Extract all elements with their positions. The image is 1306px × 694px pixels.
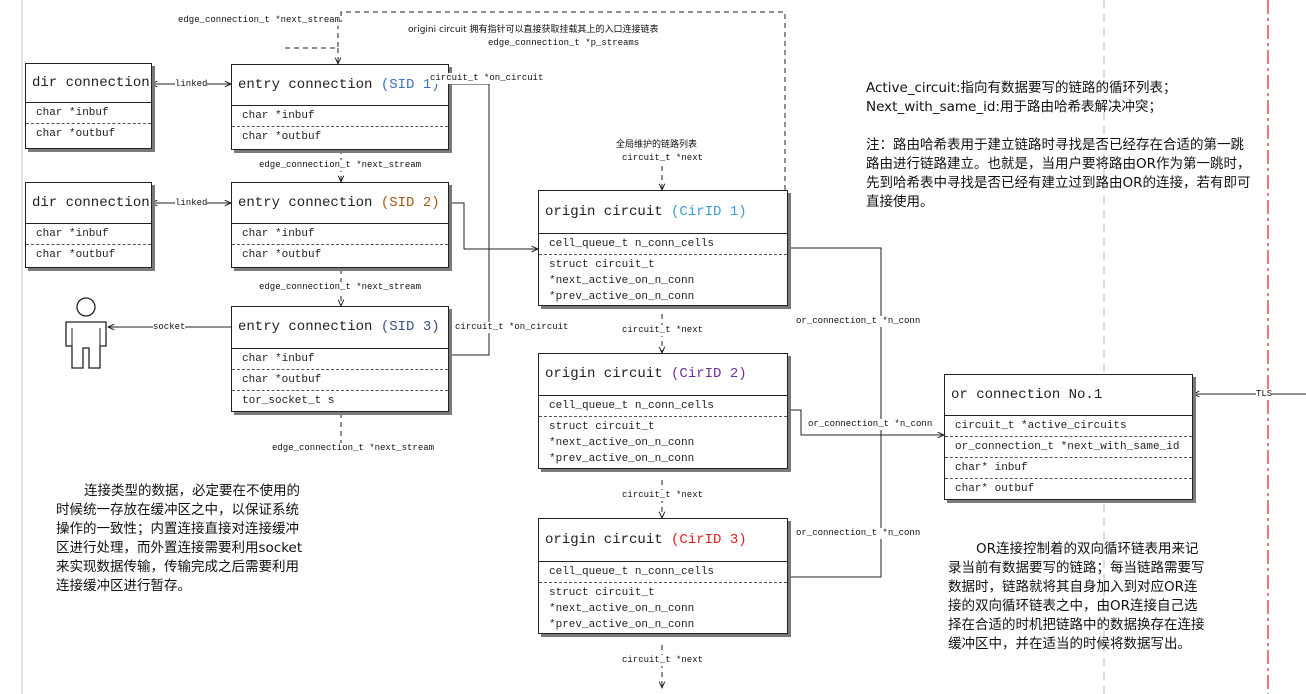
field-struct: struct circuit_t *next_active_on_n_conn …: [539, 417, 787, 469]
label-next-stream-2: edge_connection_t *next_stream: [259, 282, 422, 293]
entry-connection-2: entry connection (SID 2) char *inbuf cha…: [231, 182, 449, 268]
entry-title-text: entry connection: [238, 195, 373, 211]
entry-connection-3: entry connection (SID 3) char *inbuf cha…: [231, 306, 449, 412]
entry-title-text: entry connection: [238, 77, 373, 93]
user-icon: [65, 297, 107, 369]
dir-connection-1: dir connection char *inbuf char *outbuf: [25, 63, 152, 149]
entry-connection-title: entry connection (SID 1): [232, 65, 448, 106]
label-top-note-2: edge_connection_t *p_streams: [488, 38, 640, 49]
circuit-title-text: origin circuit: [545, 532, 663, 548]
struct-line: *prev_active_on_n_conn: [549, 291, 695, 303]
label-n-conn-2: or_connection_t *n_conn: [808, 419, 933, 430]
circuit-title-text: origin circuit: [545, 366, 663, 382]
cirid-label: (CirID 3): [671, 532, 747, 548]
note-left: 连接类型的数据，必定要在不使用的时候统一存放在缓冲区之中，以保证系统操作的一致性…: [56, 482, 304, 596]
note-top-line-2: Next_with_same_id:用于路由哈希表解决冲突；: [866, 99, 1162, 115]
entry-connection-title: entry connection (SID 2): [232, 183, 448, 224]
sid-label: (SID 2): [380, 195, 440, 211]
field-inbuf: char* inbuf: [945, 458, 1192, 479]
label-next-stream-3: edge_connection_t *next_stream: [272, 443, 435, 454]
field-cell-queue: cell_queue_t n_conn_cells: [539, 396, 787, 417]
label-linked-1: linked: [175, 79, 208, 90]
cirid-label: (CirID 1): [671, 204, 747, 220]
label-global-list: 全局维护的链路列表: [616, 140, 698, 150]
field-inbuf: char *inbuf: [26, 224, 151, 245]
field-outbuf: char *outbuf: [36, 128, 116, 140]
field-inbuf: char *inbuf: [232, 106, 448, 127]
label-top-note-1: origini circuit 拥有指针可以直接获取挂载其上的入口连接链表: [408, 25, 659, 35]
circuit-title: origin circuit (CirID 3): [539, 519, 787, 562]
or-connection-title: or connection No.1: [945, 375, 1192, 416]
struct-line: struct circuit_t: [549, 259, 655, 271]
note-top-line-3: 注：路由哈希表用于建立链路时寻找是否已经存在合适的第一跳路由进行链路建立。也就是…: [866, 137, 1251, 210]
struct-line: *next_active_on_n_conn: [549, 437, 695, 449]
field-struct: struct circuit_t *next_active_on_n_conn …: [539, 583, 787, 635]
field-inbuf: char *inbuf: [26, 103, 151, 124]
cirid-label: (CirID 2): [671, 366, 747, 382]
struct-line: struct circuit_t: [549, 587, 655, 599]
circuit-title: origin circuit (CirID 2): [539, 354, 787, 396]
struct-line: struct circuit_t: [549, 421, 655, 433]
field-next-with-same-id: or_connection_t *next_with_same_id: [945, 437, 1192, 458]
field-outbuf: char *outbuf: [242, 249, 322, 261]
label-circ-next-3: circuit_t *next: [622, 655, 704, 666]
struct-line: *prev_active_on_n_conn: [549, 619, 695, 631]
entry-title-text: entry connection: [238, 319, 373, 335]
label-socket: socket: [153, 322, 186, 333]
field-outbuf: char *outbuf: [36, 249, 116, 261]
circuit-title: origin circuit (CirID 1): [539, 191, 787, 234]
field-inbuf: char *inbuf: [232, 349, 448, 370]
struct-line: *next_active_on_n_conn: [549, 603, 695, 615]
entry-connection-title: entry connection (SID 3): [232, 307, 448, 349]
origin-circuit-2: origin circuit (CirID 2) cell_queue_t n_…: [538, 353, 788, 469]
label-on-circuit-1: circuit_t *on_circuit: [430, 73, 544, 84]
origin-circuit-1: origin circuit (CirID 1) cell_queue_t n_…: [538, 190, 788, 306]
dir-connection-title: dir connection: [26, 183, 151, 224]
field-cell-queue: cell_queue_t n_conn_cells: [539, 234, 787, 255]
label-n-conn-1: or_connection_t *n_conn: [796, 316, 921, 327]
sid-label: (SID 1): [380, 77, 440, 93]
field-cell-queue: cell_queue_t n_conn_cells: [539, 562, 787, 583]
field-socket: tor_socket_t s: [242, 395, 335, 407]
note-left-text: 连接类型的数据，必定要在不使用的时候统一存放在缓冲区之中，以保证系统操作的一致性…: [56, 483, 303, 594]
label-tls: TLS: [1256, 389, 1273, 400]
dir-connection-title: dir connection: [26, 64, 151, 103]
label-circ-next-1: circuit_t *next: [622, 325, 704, 336]
field-outbuf: char *outbuf: [232, 370, 448, 391]
struct-line: *prev_active_on_n_conn: [549, 453, 695, 465]
entry-connection-1: entry connection (SID 1) char *inbuf cha…: [231, 64, 449, 150]
note-right: OR连接控制着的双向循环链表用来记录当前有数据要写的链路；每当链路需要写数据时，…: [948, 540, 1210, 654]
label-top-next-stream: edge_connection_t *next_stream: [178, 15, 341, 26]
label-n-conn-3: or_connection_t *n_conn: [796, 528, 921, 539]
struct-line: *next_active_on_n_conn: [549, 275, 695, 287]
note-right-text: OR连接控制着的双向循环链表用来记录当前有数据要写的链路；每当链路需要写数据时，…: [948, 541, 1205, 652]
label-circ-next-2: circuit_t *next: [622, 490, 704, 501]
origin-circuit-3: origin circuit (CirID 3) cell_queue_t n_…: [538, 518, 788, 634]
field-outbuf: char* outbuf: [955, 483, 1035, 495]
or-connection: or connection No.1 circuit_t *active_cir…: [944, 374, 1193, 500]
label-on-circuit-2: circuit_t *on_circuit: [455, 322, 569, 333]
note-top-line-1: Active_circuit:指向有数据要写的链路的循环列表；: [866, 80, 1177, 96]
label-next-stream-1: edge_connection_t *next_stream: [259, 160, 422, 171]
field-inbuf: char *inbuf: [232, 224, 448, 245]
field-active-circuits: circuit_t *active_circuits: [945, 416, 1192, 437]
sid-label: (SID 3): [380, 319, 440, 335]
field-outbuf: char *outbuf: [242, 131, 322, 143]
label-global-next: circuit_t *next: [622, 153, 704, 164]
field-struct: struct circuit_t *next_active_on_n_conn …: [539, 255, 787, 307]
circuit-title-text: origin circuit: [545, 204, 663, 220]
note-top: Active_circuit:指向有数据要写的链路的循环列表； Next_wit…: [866, 79, 1256, 212]
label-linked-2: linked: [175, 198, 208, 209]
dir-connection-2: dir connection char *inbuf char *outbuf: [25, 182, 152, 268]
